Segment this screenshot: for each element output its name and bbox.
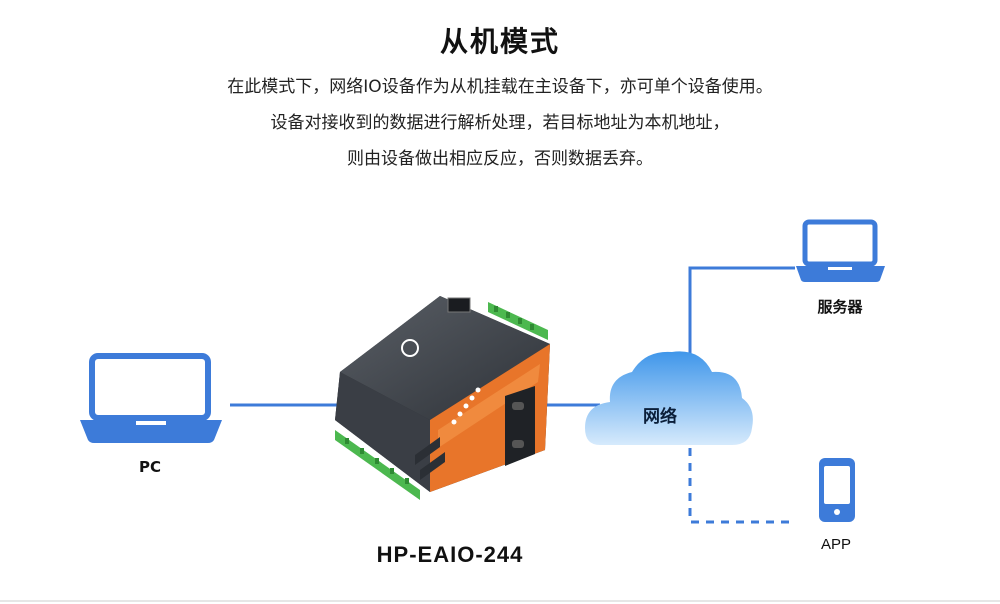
server-label: 服务器 xyxy=(817,298,863,316)
pc-label: PC xyxy=(138,458,161,476)
page-title: 从机模式 xyxy=(439,25,560,58)
device-model-label: HP-EAIO-244 xyxy=(376,542,524,567)
server-laptop-icon xyxy=(796,219,885,282)
description-line-3: 则由设备做出相应反应，否则数据丢弃。 xyxy=(347,149,653,169)
description-line-1: 在此模式下，网络IO设备作为从机挂载在主设备下，亦可单个设备使用。 xyxy=(227,77,773,97)
phone-icon xyxy=(819,458,855,522)
bottom-divider xyxy=(0,600,1000,602)
pc-laptop-icon xyxy=(80,353,222,443)
description-line-2: 设备对接收到的数据进行解析处理，若目标地址为本机地址， xyxy=(270,113,730,133)
network-label: 网络 xyxy=(643,407,677,427)
device-illustration xyxy=(335,296,550,500)
cloud-icon xyxy=(585,351,753,445)
line-cloud-server xyxy=(688,266,795,355)
line-cloud-app xyxy=(688,448,795,524)
app-label: APP xyxy=(820,536,851,553)
